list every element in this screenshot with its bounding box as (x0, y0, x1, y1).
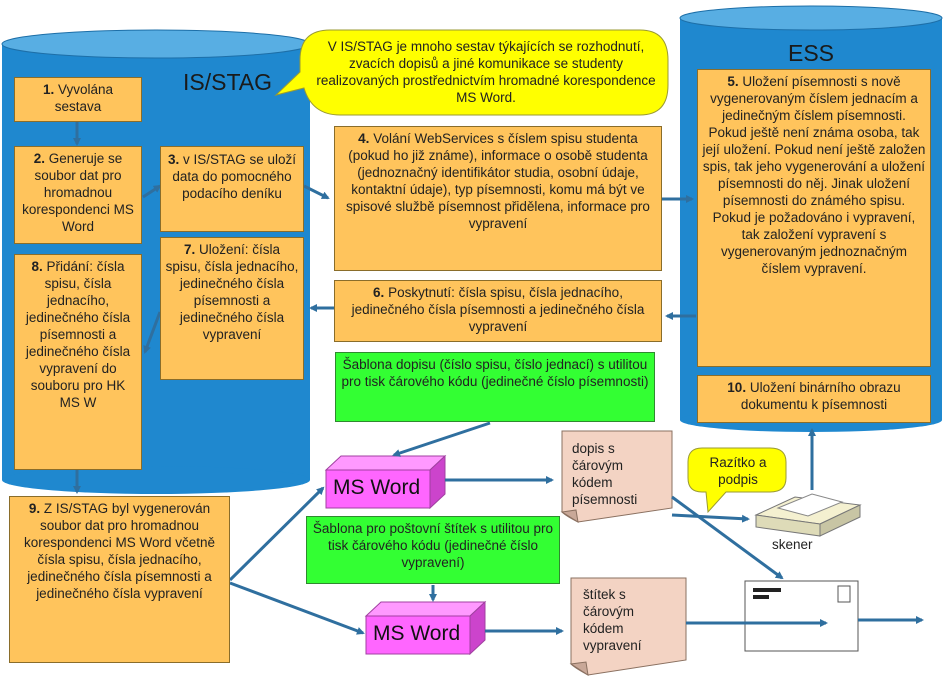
envelope-icon (744, 580, 859, 652)
step-7-box: 7. Uložení: čísla spisu, čísla jednacího… (160, 237, 304, 380)
step-8-box: 8. Přidání: čísla spisu, čísla jednacího… (14, 254, 142, 470)
label-template-box: Šablona pro poštovní štítek s utilitou p… (306, 516, 560, 584)
ms-word-label-2: MS Word (373, 622, 461, 645)
step-3-text: v IS/STAG se uloží data do pomocného pod… (172, 152, 297, 201)
step-6-number: 6. (373, 285, 385, 300)
step-7-number: 7. (183, 242, 196, 257)
step-3-number: 3. (167, 152, 180, 167)
letter-document (560, 430, 673, 524)
letter-document-text: dopis s čárovým kódem písemnosti (572, 441, 638, 507)
step-10-number: 10. (727, 380, 747, 395)
step-2-number: 2. (33, 151, 45, 166)
scanner-icon (754, 493, 862, 537)
step-1-number: 1. (42, 82, 55, 97)
step-5-box: 5. Uložení písemnosti s nově vygenerovan… (697, 69, 931, 367)
ms-word-cube-1 (324, 454, 447, 510)
label-document-text: štítek s čárovým kódem vypravení (583, 587, 642, 653)
callout-top-shape (274, 29, 669, 116)
step-10-text: Uložení binárního obrazu dokumentu k pís… (740, 380, 901, 412)
step-7-text: Uložení: čísla spisu, čísla jednacího, j… (165, 242, 299, 342)
step-8-text: Přidání: čísla spisu, čísla jednacího, j… (25, 259, 131, 410)
isstag-title: IS/STAG (183, 69, 273, 95)
ms-word-label-1: MS Word (333, 476, 421, 499)
step-10-box: 10. Uložení binárního obrazu dokumentu k… (697, 375, 931, 423)
step-1-box: 1. Vyvolána sestava (14, 77, 142, 122)
step-6-text: Poskytnutí: čísla spisu, čísla jednacího… (351, 285, 645, 334)
step-4-text: Volání WebServices s číslem spisu studen… (346, 131, 650, 231)
scanner-label: skener (772, 537, 813, 552)
step-9-text: Z IS/STAG byl vygenerován soubor dat pro… (23, 501, 216, 601)
step-4-box: 4. Volání WebServices s číslem spisu stu… (334, 126, 662, 271)
step-6-box: 6. Poskytnutí: čísla spisu, čísla jednac… (334, 280, 662, 342)
callout-stamp-shape (687, 447, 787, 514)
callout-stamp-text: Razítko a podpis (709, 455, 767, 487)
step-9-number: 9. (28, 501, 41, 516)
flow-arrows (73, 122, 924, 635)
callout-top-text: V IS/STAG je mnoho sestav týkajících se … (316, 39, 656, 105)
step-8-number: 8. (31, 259, 43, 274)
step-1-text: Vyvolána sestava (54, 82, 114, 114)
step-4-number: 4. (358, 131, 370, 146)
step-3-box: 3. v IS/STAG se uloží data do pomocného … (160, 146, 304, 232)
label-document (569, 577, 687, 677)
step-9-box: 9. Z IS/STAG byl vygenerován soubor dat … (9, 496, 230, 663)
step-5-text: Uložení písemnosti s nově vygenerovaným … (702, 74, 926, 276)
ess-title: ESS (788, 40, 835, 66)
letter-template-box: Šablona dopisu (číslo spisu, číslo jedna… (335, 352, 655, 422)
step-5-number: 5. (727, 74, 739, 89)
ms-word-cube-2 (364, 600, 487, 656)
step-2-box: 2. Generuje se soubor dat pro hromadnou … (14, 146, 142, 244)
step-2-text: Generuje se soubor dat pro hromadnou kor… (22, 151, 134, 234)
